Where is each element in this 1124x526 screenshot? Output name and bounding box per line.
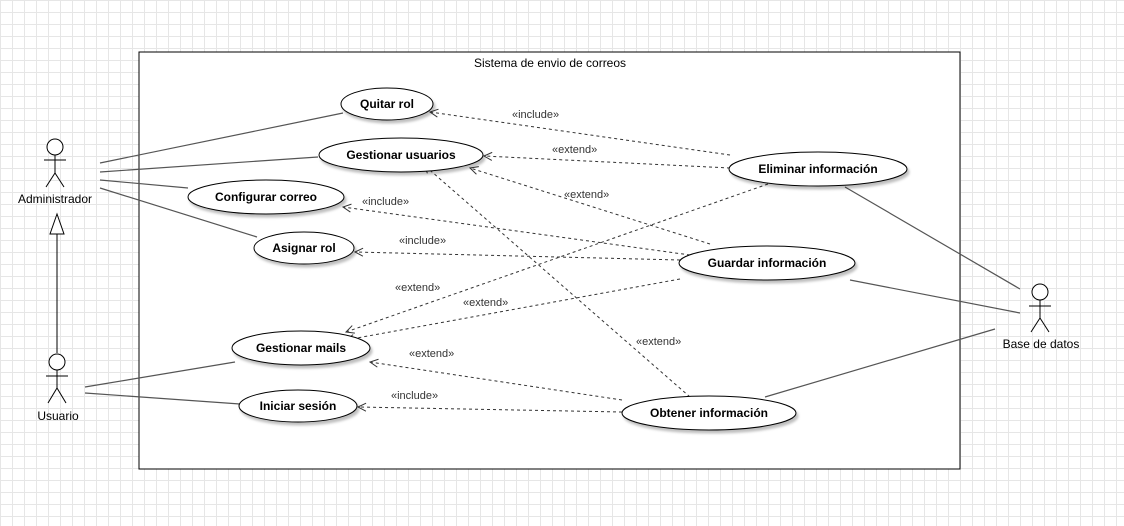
use-case-label: Iniciar sesión bbox=[260, 399, 337, 413]
associations bbox=[84, 112, 1021, 405]
actor-administrador[interactable]: Administrador bbox=[18, 138, 92, 206]
actor-label: Administrador bbox=[18, 192, 92, 206]
use-case-obtener-informacion[interactable]: Obtener información bbox=[621, 395, 797, 431]
use-case-label: Quitar rol bbox=[360, 97, 414, 111]
label-extend-guardar-mails: «extend» bbox=[463, 297, 508, 309]
use-case-label: Obtener información bbox=[650, 406, 768, 420]
use-case-guardar-informacion[interactable]: Guardar información bbox=[678, 245, 856, 281]
use-case-gestionar-usuarios[interactable]: Gestionar usuarios bbox=[318, 137, 484, 173]
actor-base-de-datos[interactable]: Base de datos bbox=[1003, 283, 1080, 351]
use-case-label: Guardar información bbox=[708, 256, 827, 270]
stick-figure-icon bbox=[1029, 283, 1051, 333]
label-extend-gestionar-usuarios: «extend» bbox=[552, 144, 597, 156]
use-case-eliminar-informacion[interactable]: Eliminar información bbox=[728, 151, 908, 187]
label-extend-obtener-usuarios: «extend» bbox=[636, 336, 681, 348]
label-extend-eliminar-mails: «extend» bbox=[395, 282, 440, 294]
actor-usuario[interactable]: Usuario bbox=[37, 353, 79, 423]
use-case-label: Configurar correo bbox=[215, 190, 317, 204]
use-case-configurar-correo[interactable]: Configurar correo bbox=[187, 179, 345, 215]
stick-figure-icon bbox=[46, 353, 68, 404]
use-case-gestionar-mails[interactable]: Gestionar mails bbox=[231, 330, 371, 366]
use-case-label: Eliminar información bbox=[758, 162, 877, 176]
dependency-labels: «include» «extend» «extend» «include» «i… bbox=[362, 109, 681, 402]
label-include-asignar-rol: «include» bbox=[399, 235, 446, 247]
use-case-label: Gestionar mails bbox=[256, 341, 346, 355]
actor-label: Base de datos bbox=[1003, 337, 1080, 351]
generalization-arrow bbox=[49, 212, 65, 353]
system-title: Sistema de envio de correos bbox=[474, 56, 626, 70]
use-case-label: Gestionar usuarios bbox=[346, 148, 456, 162]
dependencies bbox=[343, 112, 769, 413]
use-case-iniciar-sesion[interactable]: Iniciar sesión bbox=[238, 389, 358, 423]
actor-label: Usuario bbox=[37, 409, 79, 423]
label-include-iniciar-sesion: «include» bbox=[391, 390, 438, 402]
use-case-label: Asignar rol bbox=[272, 241, 335, 255]
use-case-quitar-rol[interactable]: Quitar rol bbox=[340, 87, 434, 121]
label-include-configurar-correo: «include» bbox=[362, 196, 409, 208]
use-case-asignar-rol[interactable]: Asignar rol bbox=[253, 231, 355, 265]
label-extend-guardar-gestionar: «extend» bbox=[564, 189, 609, 201]
label-include-quitar-rol: «include» bbox=[512, 109, 559, 121]
stick-figure-icon bbox=[44, 138, 66, 188]
label-extend-obtener-mails: «extend» bbox=[409, 348, 454, 360]
